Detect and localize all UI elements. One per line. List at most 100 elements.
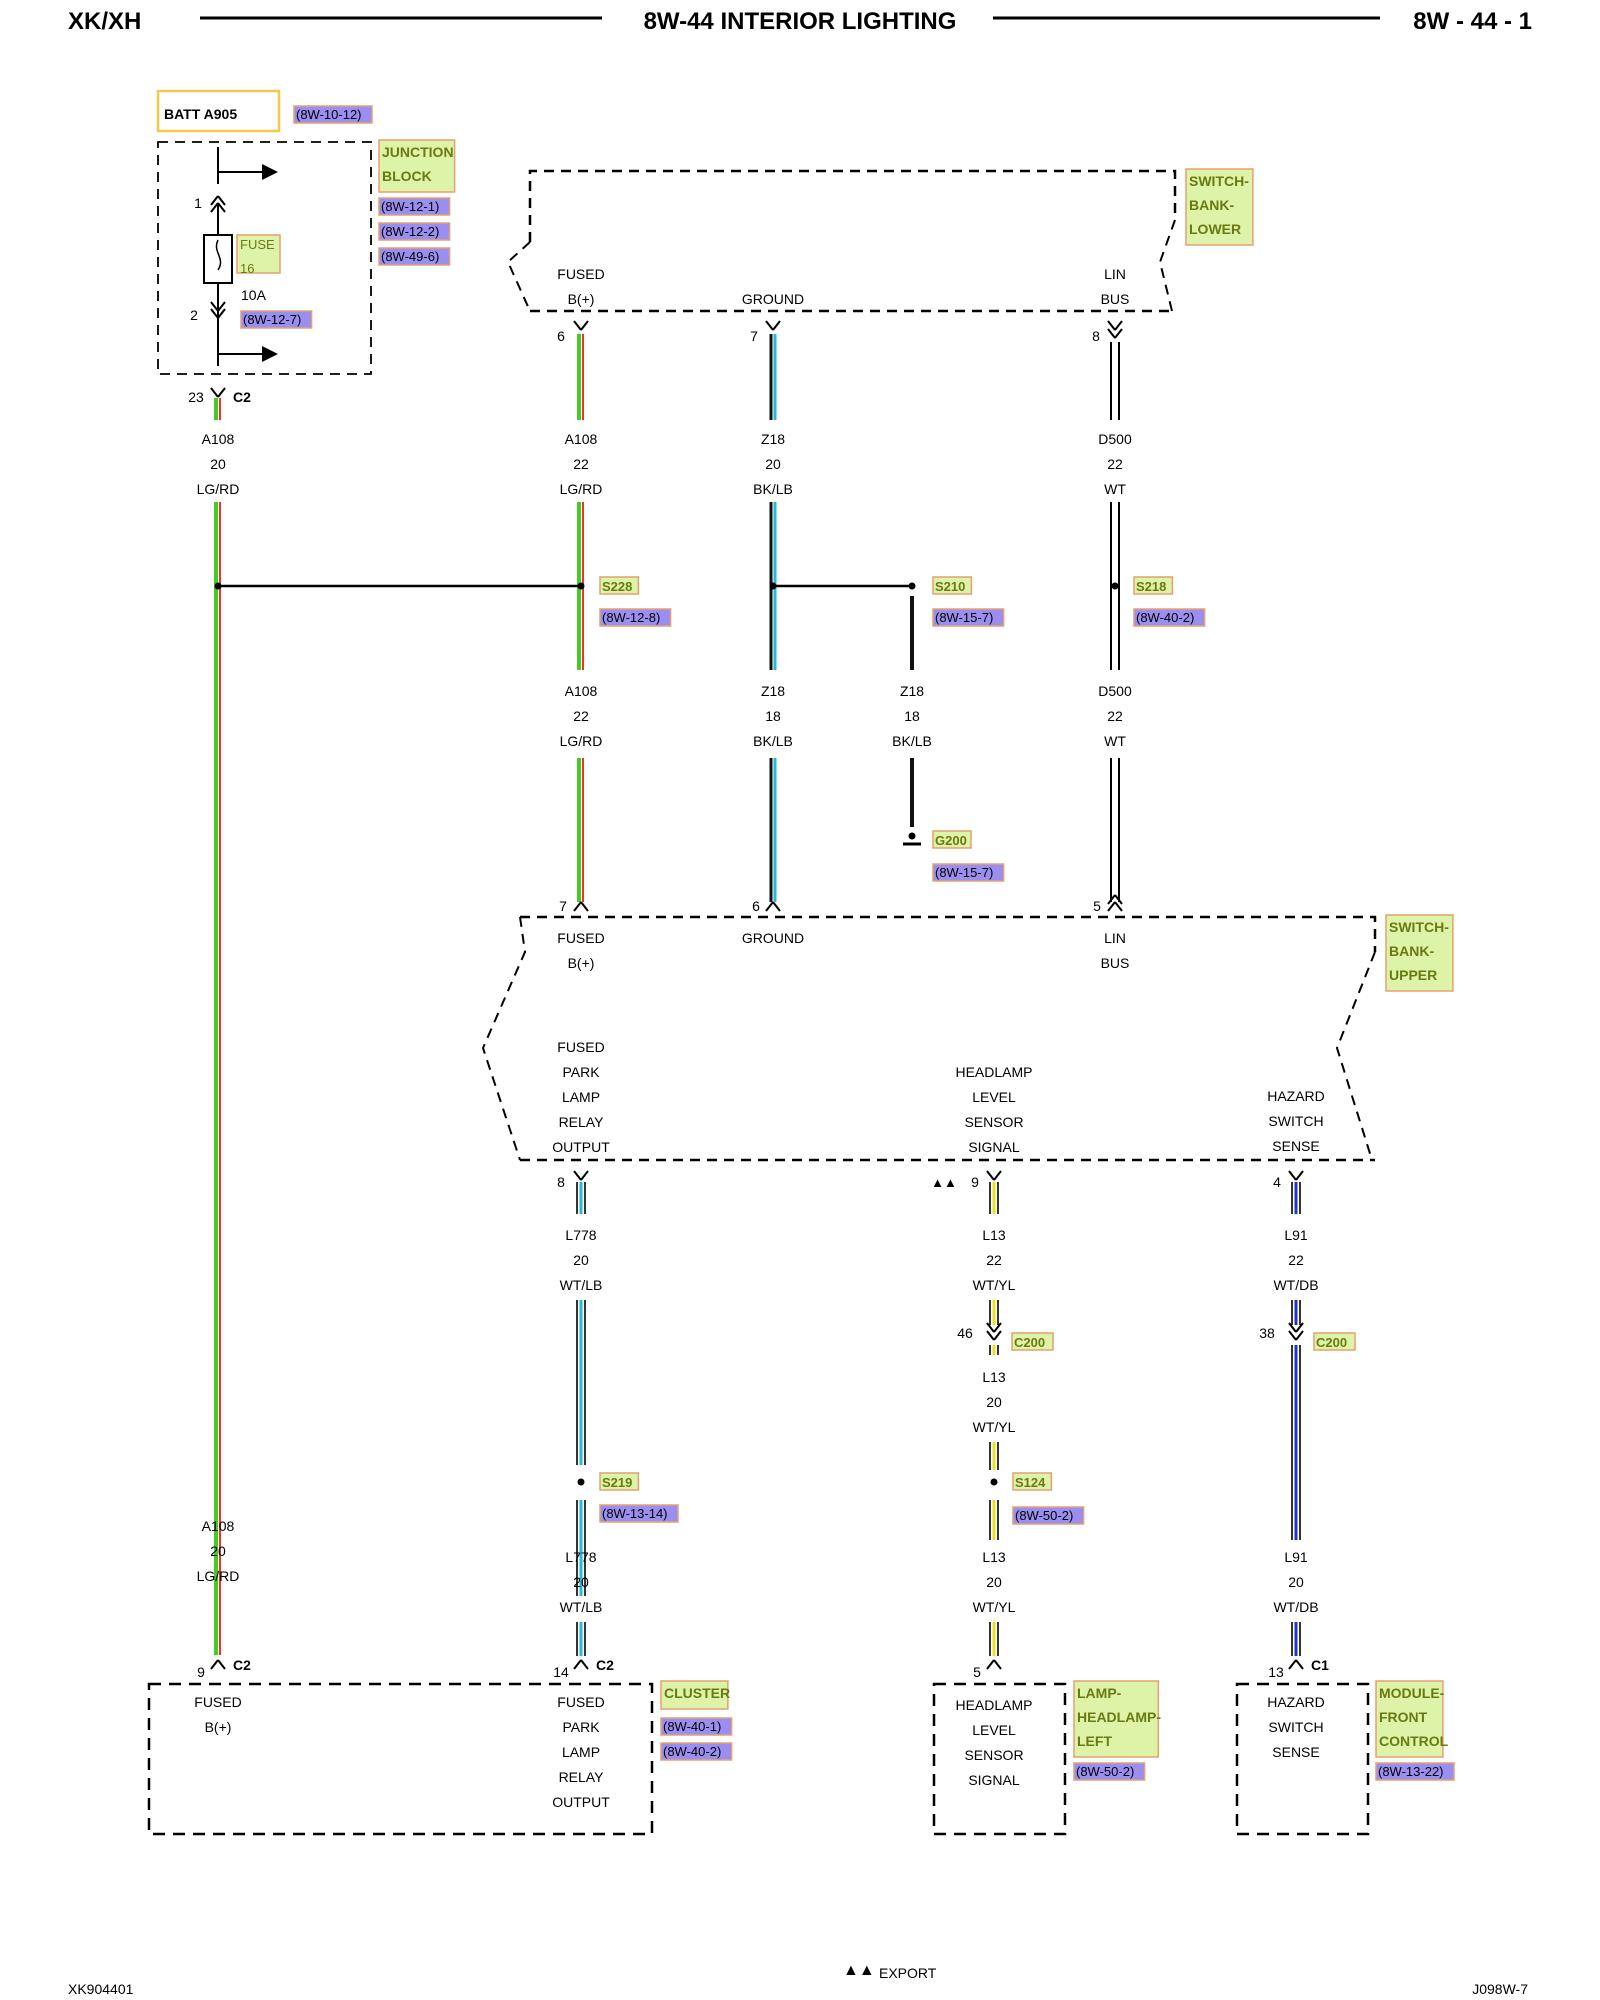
ground-name-box [932, 830, 972, 849]
inline-connector-name: C200 [1316, 1335, 1347, 1350]
ground-ref: (8W-15-7) [935, 865, 993, 880]
cluster-pin-number: 9 [197, 1664, 205, 1680]
lamp-pin [993, 1659, 1002, 1670]
inline-connector-c200 [993, 1322, 1002, 1333]
switch-upper-pin [772, 901, 781, 912]
switch-upper-pin-number: 6 [752, 898, 760, 914]
wire-label: 20 [1288, 1574, 1304, 1590]
wire-label: 20 [765, 456, 781, 472]
wire-label: 22 [573, 708, 589, 724]
switch-upper-pin-number: 8 [557, 1174, 565, 1190]
wire-label: WT/DB [1273, 1277, 1318, 1293]
splice-s210-name-box [932, 576, 973, 595]
junction-out-pin [210, 387, 219, 398]
wire-label: WT [1104, 481, 1126, 497]
batt-ref-box [293, 105, 373, 124]
wire-label: L13 [982, 1227, 1006, 1243]
splice-s219-name-box [599, 1472, 640, 1491]
fuse-pin-1 [217, 195, 226, 206]
splice-s210-dot [908, 582, 916, 590]
splice-s218-name-box [1133, 576, 1174, 595]
splice-s228-ref-box [599, 608, 672, 627]
lamp-pin-number: 5 [973, 1664, 981, 1680]
fuse-pin-2 [210, 301, 219, 312]
switch-lower-pin [580, 320, 589, 331]
splice-s210-ref: (8W-15-7) [935, 610, 993, 625]
lamp-headlamp-name-box [1073, 1680, 1160, 1758]
splice-s218-dot [1111, 582, 1119, 590]
module-front-control-name-label: FRONT [1379, 1709, 1428, 1725]
switch-bank-upper-outline [520, 915, 1377, 952]
switch-upper-pin-number: 4 [1273, 1174, 1281, 1190]
inline-connector-pin: 46 [957, 1325, 973, 1341]
splice-s218-ref-box [1133, 608, 1206, 627]
lamp-headlamp-ref: (8W-50-2) [1076, 1764, 1134, 1779]
switch-lower-pin [765, 320, 774, 331]
lamp-pin-label: HEADLAMP [955, 1697, 1032, 1713]
switch-lower-pin [1107, 320, 1116, 331]
splice-s218-ref: (8W-40-2) [1136, 610, 1194, 625]
lamp-pin [986, 1659, 995, 1670]
lamp-pin-label: LEVEL [972, 1722, 1016, 1738]
lamp-pin-label: SIGNAL [968, 1772, 1020, 1788]
junction-block-name-label: BLOCK [382, 168, 432, 184]
switch-upper-pin [993, 1170, 1002, 1181]
fuse-pin-1 [210, 202, 219, 213]
wire-label: 20 [210, 1543, 226, 1559]
splice-s124-dot [990, 1478, 998, 1486]
cluster-ref-box [660, 1717, 733, 1736]
switch-bank-lower-outline [528, 169, 1177, 242]
switch-upper-pin-label: PARK [562, 1064, 600, 1080]
wire-label: L13 [982, 1369, 1006, 1385]
inline-connector-name-box [1011, 1332, 1054, 1351]
splice-s210-ref-box [932, 608, 1005, 627]
switch-bank-lower-break [506, 241, 531, 312]
module-pin-label: SWITCH [1268, 1719, 1323, 1735]
arrow-right-icon [262, 164, 278, 180]
splice-s210-name: S210 [935, 579, 965, 594]
switch-upper-pin [573, 901, 582, 912]
splice-s228-name-box [599, 576, 640, 595]
junction-block-outline [157, 141, 372, 375]
switch-lower-pin-number: 6 [557, 328, 565, 344]
footer-export-label: EXPORT [879, 1965, 937, 1981]
switch-lower-pin-label: LIN [1104, 266, 1126, 282]
ground-dot [908, 832, 916, 840]
switch-upper-pin [580, 1170, 589, 1181]
cluster-outline [147, 1682, 654, 1836]
batt-label: BATT A905 [164, 106, 237, 122]
wire-label: LG/RD [197, 481, 240, 497]
fuse-rating: 10A [241, 287, 267, 303]
module-front-control-name-label: CONTROL [1379, 1733, 1449, 1749]
wire-label: 22 [1107, 456, 1123, 472]
switch-upper-pin-label: RELAY [559, 1114, 605, 1130]
splice-s218-name: S218 [1136, 579, 1166, 594]
wire-label: LG/RD [197, 1568, 240, 1584]
switch-upper-pin-label: FUSED [557, 930, 604, 946]
switch-upper-pin-label: OUTPUT [552, 1139, 610, 1155]
module-pin-label: HAZARD [1267, 1694, 1325, 1710]
module-pin [1288, 1659, 1297, 1670]
wire-label: 22 [1107, 708, 1123, 724]
switch-upper-pin-label: FUSED [557, 1039, 604, 1055]
module-front-control-ref-box [1375, 1762, 1455, 1781]
switch-upper-pin-label: SIGNAL [968, 1139, 1020, 1155]
fuse-pin-2 [217, 301, 226, 312]
inline-connector-c200 [986, 1322, 995, 1333]
header-title: 8W-44 INTERIOR LIGHTING [643, 8, 957, 35]
arrow-right-icon [262, 346, 278, 362]
junction-bottom-ref: (8W-12-7) [243, 312, 301, 327]
module-pin [1295, 1659, 1304, 1670]
wire-label: WT/YL [973, 1599, 1016, 1615]
junction-ref: (8W-12-2) [381, 224, 439, 239]
switch-upper-pin [1114, 894, 1123, 905]
lamp-headlamp-ref-box [1073, 1762, 1146, 1781]
switch-bank-upper-break [1335, 951, 1376, 1161]
switch-bank-lower-name-label: SWITCH- [1189, 173, 1249, 189]
fuse-pin-1 [217, 202, 226, 213]
junction-block-name-label: JUNCTION [382, 144, 454, 160]
wire-label: 22 [986, 1252, 1002, 1268]
switch-lower-pin-number: 8 [1092, 328, 1100, 344]
